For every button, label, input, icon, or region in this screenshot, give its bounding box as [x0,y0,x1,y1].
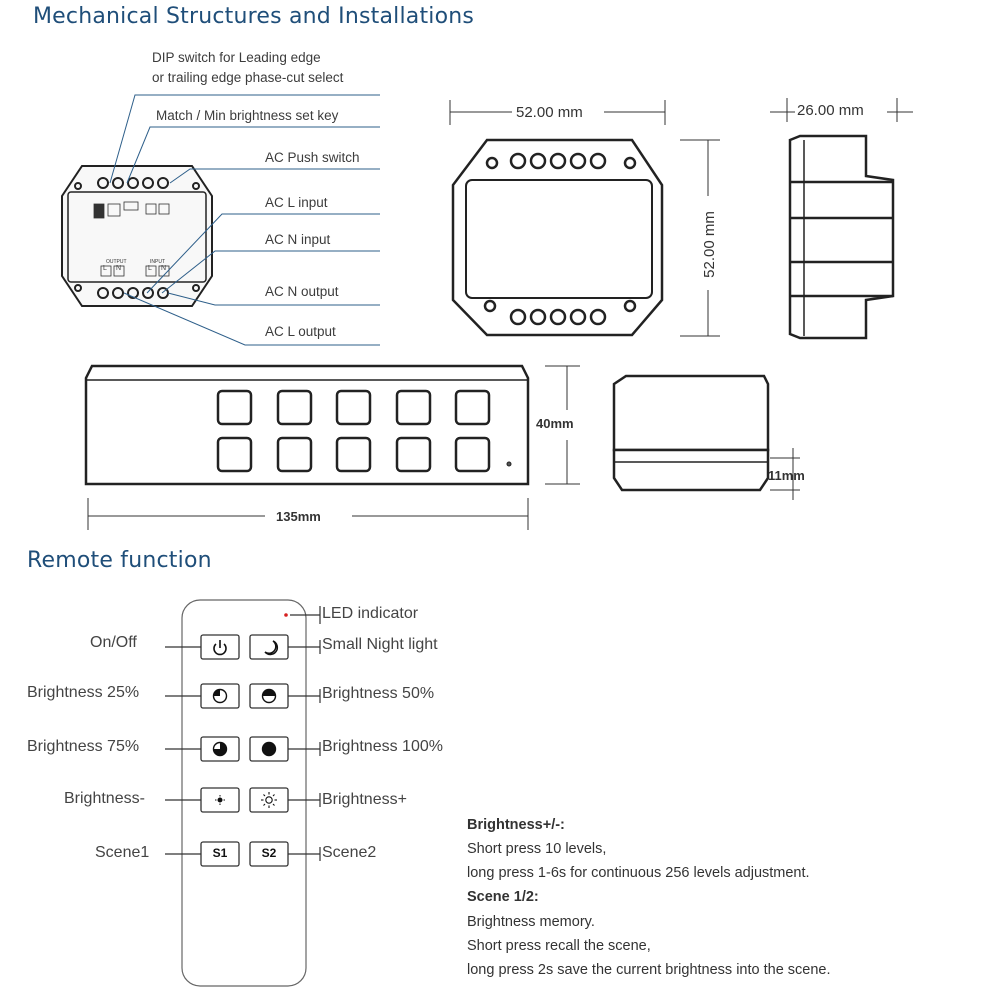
callout-lines [109,94,380,346]
note-scene-line2: Short press recall the scene, [467,938,651,954]
brightness-25-button[interactable] [201,684,239,708]
night-light-button[interactable] [250,635,288,659]
label-brightness-100: Brightness 100% [322,738,443,755]
label-on-off: On/Off [90,634,137,651]
moon-icon [264,640,279,656]
output-l-tag: L [103,265,107,272]
label-brightness-50: Brightness 50% [322,685,435,702]
note-brightness-heading: Brightness+/-: [467,817,565,833]
note-scene-line1: Brightness memory. [467,914,595,930]
label-scene1: Scene1 [95,844,150,861]
remote-dimension-lines [87,365,800,530]
remote-end-view [612,374,770,492]
brightness-100-icon [261,741,277,757]
brightness-plus-icon [261,792,277,808]
module-side-view [788,134,895,340]
input-n-tag: N [161,265,167,272]
scene2-button-label[interactable]: S2 [261,846,277,860]
dim-width-top: 52.00 mm [516,104,583,121]
scene1-button-label[interactable]: S1 [212,846,228,860]
power-icon [213,640,227,656]
input-tag: INPUT [150,259,165,265]
module-top-view [451,138,664,337]
module-label-detail [93,201,170,277]
output-n-tag: N [116,265,122,272]
dimension-lines [449,98,913,337]
remote-front-view [84,364,530,486]
callout-dip-line2: or trailing edge phase-cut select [152,70,344,85]
dim-depth: 26.00 mm [797,102,864,119]
remote-callout-lines [165,606,321,861]
note-brightness-line2: long press 1-6s for continuous 256 level… [467,865,810,881]
label-brightness-plus: Brightness+ [322,791,407,808]
label-brightness-75: Brightness 75% [27,738,140,755]
dim-remote-thickness: 11mm [768,468,805,483]
brightness-75-button[interactable] [201,737,239,761]
output-tag: OUTPUT [106,259,127,265]
brightness-50-icon [261,688,277,704]
note-brightness-line1: Short press 10 levels, [467,841,607,857]
callout-push-switch: AC Push switch [265,150,360,165]
label-brightness-25: Brightness 25% [27,684,140,701]
callout-l-input: AC L input [265,195,328,210]
label-scene2: Scene2 [322,844,377,861]
mechanical-title: Mechanical Structures and Installations [33,4,475,29]
brightness-plus-button[interactable] [250,788,288,812]
note-scene-heading: Scene 1/2: [467,889,539,905]
input-l-tag: L [148,265,152,272]
brightness-minus-icon [215,795,225,805]
dim-remote-height: 40mm [536,416,574,431]
label-led-indicator: LED indicator [322,605,419,622]
dim-remote-width: 135mm [276,509,321,524]
callout-l-output: AC L output [265,324,336,339]
module-front-view [61,165,213,307]
brightness-50-button[interactable] [250,684,288,708]
remote-function-title: Remote function [27,548,212,573]
callout-n-output: AC N output [265,284,339,299]
on-off-button[interactable] [201,635,239,659]
callout-match-key: Match / Min brightness set key [156,108,339,123]
label-small-night-light: Small Night light [322,636,438,653]
note-scene-line3: long press 2s save the current brightnes… [467,962,831,978]
brightness-25-icon [212,688,228,704]
callout-n-input: AC N input [265,232,331,247]
brightness-100-button[interactable] [250,737,288,761]
brightness-minus-button[interactable] [201,788,239,812]
brightness-75-icon [212,741,228,757]
label-brightness-minus: Brightness- [64,790,145,807]
callout-dip-line1: DIP switch for Leading edge [152,50,321,65]
dim-height-side: 52.00 mm [700,211,718,278]
led-indicator [284,613,288,617]
